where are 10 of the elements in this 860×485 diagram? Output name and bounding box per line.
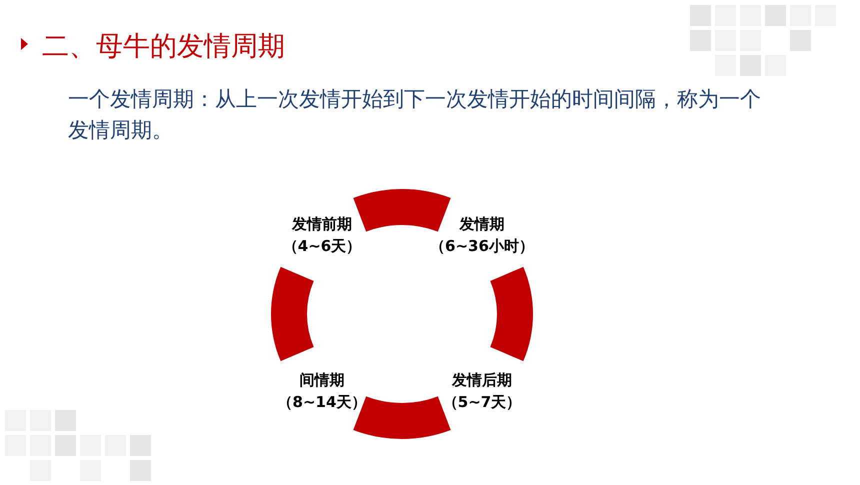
slide-title: 二、母牛的发情周期 [42, 30, 285, 64]
stage-duration: （6~36小时） [430, 236, 534, 257]
stage-duration: （5~7天） [442, 392, 522, 413]
stage-name: 间情期 [300, 370, 344, 391]
stage-duration: （4~6天） [282, 236, 362, 257]
description-text: 一个发情周期：从上一次发情开始到下一次发情开始的时间间隔，称为一个发情周期。 [68, 86, 762, 144]
stage-name: 发情前期 [292, 214, 352, 235]
stage-name: 发情后期 [452, 370, 512, 391]
stage-name: 发情期 [460, 214, 504, 235]
stage-duration: （8~14天） [278, 392, 366, 413]
